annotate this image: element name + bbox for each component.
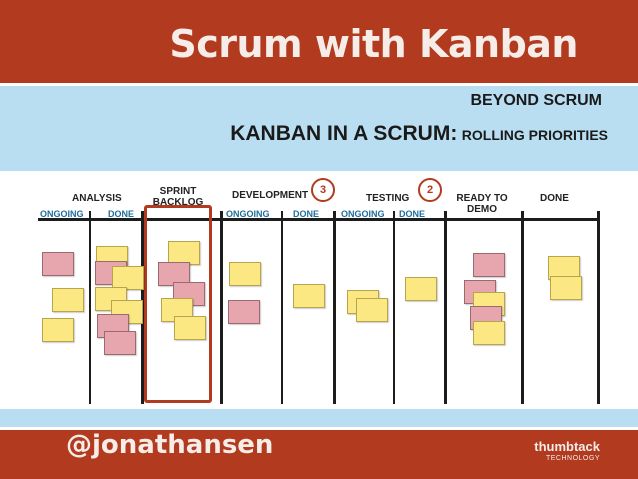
subcolumn-dev-done: DONE bbox=[293, 209, 320, 219]
subcolumn-analysis-ongoing: ONGOING bbox=[40, 209, 84, 219]
footer-accent-band bbox=[0, 409, 638, 427]
column-divider bbox=[597, 211, 600, 404]
column-ready-label: READY TO bbox=[456, 193, 508, 204]
board-header-rule bbox=[38, 218, 600, 221]
column-development: DEVELOPMENT bbox=[232, 190, 309, 201]
sticky-note[interactable] bbox=[473, 321, 505, 345]
sprint-backlog-frame bbox=[144, 205, 212, 403]
subtitle-main: KANBAN IN A SCRUM: bbox=[230, 122, 458, 145]
slide-title: Scrum with Kanban bbox=[169, 22, 578, 66]
brand-name: thumbtack bbox=[534, 439, 600, 454]
subcolumn-analysis-done: DONE bbox=[108, 209, 135, 219]
sticky-note[interactable] bbox=[405, 277, 437, 301]
subtitle-kanban-in-scrum: KANBAN IN A SCRUM: ROLLING PRIORITIES bbox=[230, 122, 608, 146]
column-divider bbox=[521, 211, 524, 404]
sticky-note[interactable] bbox=[473, 253, 505, 277]
column-divider bbox=[333, 211, 336, 404]
sticky-note[interactable] bbox=[52, 288, 84, 312]
sticky-note[interactable] bbox=[356, 298, 388, 322]
twitter-handle: @jonathansen bbox=[66, 430, 274, 460]
subcolumn-test-done: DONE bbox=[399, 209, 426, 219]
sticky-note[interactable] bbox=[550, 276, 582, 300]
wip-limit-testing: 2 bbox=[418, 178, 442, 202]
column-testing: TESTING bbox=[366, 193, 410, 204]
column-divider bbox=[444, 211, 447, 404]
column-demo-label: DEMO bbox=[467, 204, 497, 215]
sticky-note[interactable] bbox=[112, 266, 144, 290]
divider bbox=[0, 83, 638, 86]
sticky-note[interactable] bbox=[42, 318, 74, 342]
column-divider bbox=[89, 211, 91, 404]
column-sprint-label: SPRINT bbox=[159, 186, 197, 197]
subcolumn-dev-ongoing: ONGOING bbox=[226, 209, 270, 219]
column-analysis: ANALYSIS bbox=[72, 193, 122, 204]
header-band bbox=[0, 0, 638, 83]
column-divider bbox=[220, 211, 223, 404]
sticky-note[interactable] bbox=[229, 262, 261, 286]
footer-band bbox=[0, 430, 638, 479]
column-divider bbox=[393, 211, 395, 404]
column-divider bbox=[281, 211, 283, 404]
sticky-note[interactable] bbox=[174, 316, 206, 340]
subcolumn-test-ongoing: ONGOING bbox=[341, 209, 385, 219]
sticky-note[interactable] bbox=[104, 331, 136, 355]
column-sprint-backlog: SPRINT BACKLOG bbox=[150, 186, 206, 208]
subtitle-beyond-scrum: BEYOND SCRUM bbox=[470, 92, 602, 109]
column-ready-to-demo: READY TO DEMO bbox=[454, 193, 510, 215]
subtitle-suffix: ROLLING PRIORITIES bbox=[461, 127, 608, 143]
wip-limit-development: 3 bbox=[311, 178, 335, 202]
sticky-note[interactable] bbox=[228, 300, 260, 324]
brand-subtitle: TECHNOLOGY bbox=[545, 455, 600, 462]
subheader-band bbox=[0, 86, 638, 171]
sticky-note[interactable] bbox=[42, 252, 74, 276]
column-backlog-label: BACKLOG bbox=[152, 197, 204, 208]
sticky-note[interactable] bbox=[293, 284, 325, 308]
brand-logo: thumbtack TECHNOLOGY bbox=[534, 440, 600, 462]
column-done: DONE bbox=[540, 193, 569, 204]
